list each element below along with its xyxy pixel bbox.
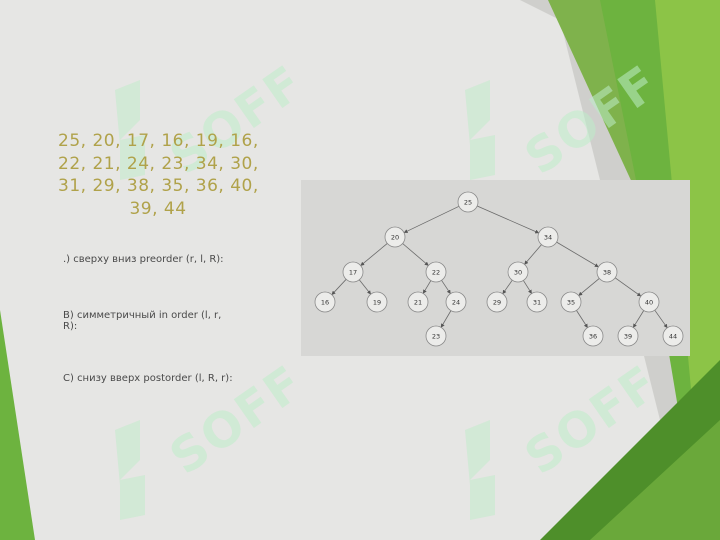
tree-edge xyxy=(422,280,432,294)
watermark-logo-icon xyxy=(115,420,145,520)
tree-node: 31 xyxy=(526,291,548,313)
tree-node: 23 xyxy=(425,325,447,347)
tree-edge xyxy=(477,205,540,234)
tree-node: 25 xyxy=(457,191,479,213)
tree-node-label: 40 xyxy=(645,299,653,307)
tree-edge xyxy=(614,277,642,297)
tree-node-circle xyxy=(407,291,429,313)
tree-node-label: 35 xyxy=(567,299,575,307)
tree-node-circle xyxy=(507,261,529,283)
tree-edge xyxy=(578,278,600,296)
tree-node-label: 21 xyxy=(414,299,422,307)
binary-tree-panel: 25 20 34 17 22 30 38 16 19 21 24 29 31 35 40 23 36 39 44 xyxy=(301,180,690,356)
tree-node-circle xyxy=(384,226,406,248)
tree-node-label: 38 xyxy=(603,269,611,277)
tree-node: 24 xyxy=(445,291,467,313)
tree-edge xyxy=(402,243,429,266)
tree-edge xyxy=(654,309,668,329)
tree-edge xyxy=(632,310,645,328)
tree-node-circle xyxy=(457,191,479,213)
tree-node-label: 31 xyxy=(533,299,541,307)
tree-node: 30 xyxy=(507,261,529,283)
tree-edge xyxy=(440,310,452,328)
tree-node-label: 24 xyxy=(452,299,460,307)
tree-node-circle xyxy=(662,325,684,347)
tree-node-label: 25 xyxy=(464,199,472,207)
tree-node: 21 xyxy=(407,291,429,313)
tree-node-label: 36 xyxy=(589,333,597,341)
green-sliver-left xyxy=(0,310,35,540)
tree-node-circle xyxy=(526,291,548,313)
tree-node-circle xyxy=(445,291,467,313)
sequence-line: 31, 29, 38, 35, 36, 40, xyxy=(58,176,259,196)
watermark-logo-icon xyxy=(115,80,145,180)
tree-node-label: 39 xyxy=(624,333,632,341)
inorder-label: B) симметричный in order (l, r, R): xyxy=(63,310,228,332)
tree-node-circle xyxy=(342,261,364,283)
tree-node-label: 44 xyxy=(669,333,677,341)
tree-edge xyxy=(441,280,451,295)
number-sequence: 25, 20, 17, 16, 19, 16, 22, 21, 24, 23, … xyxy=(58,130,258,220)
sequence-line: 39, 44 xyxy=(129,198,187,219)
tree-node: 34 xyxy=(537,226,559,248)
sequence-line: 25, 20, 17, 16, 19, 16, xyxy=(58,131,259,151)
tree-node-circle xyxy=(486,291,508,313)
binary-tree: 25 20 34 17 22 30 38 16 19 21 24 29 31 35 40 23 36 39 44 xyxy=(314,191,684,347)
tree-node: 22 xyxy=(425,261,447,283)
tree-node: 17 xyxy=(342,261,364,283)
tree-node: 44 xyxy=(662,325,684,347)
tree-node-circle xyxy=(638,291,660,313)
tree-node-circle xyxy=(537,226,559,248)
tree-edge xyxy=(358,279,372,295)
tree-node-circle xyxy=(425,325,447,347)
tree-edge xyxy=(403,205,460,234)
postorder-label: C) снизу вверх postorder (l, R, r): xyxy=(63,373,233,384)
tree-node: 39 xyxy=(617,325,639,347)
tree-edge xyxy=(523,280,532,294)
tree-node-label: 19 xyxy=(373,299,381,307)
tree-node-circle xyxy=(596,261,618,283)
inorder-label-line1: B) симметричный in order (l, r, xyxy=(63,310,222,321)
tree-edge xyxy=(556,241,599,268)
tree-node: 40 xyxy=(638,291,660,313)
tree-node-circle xyxy=(617,325,639,347)
tree-node-label: 23 xyxy=(432,333,440,341)
preorder-label: .) сверху вниз preorder (r, l, R): xyxy=(63,254,224,265)
tree-node-circle xyxy=(560,291,582,313)
tree-node: 38 xyxy=(596,261,618,283)
inorder-label-line2: R): xyxy=(63,321,78,332)
tree-node-circle xyxy=(582,325,604,347)
tree-node-label: 34 xyxy=(544,234,552,242)
tree-node-label: 22 xyxy=(432,269,440,277)
tree-node-label: 20 xyxy=(391,234,399,242)
watermark-logo-icon xyxy=(465,420,495,520)
tree-node: 19 xyxy=(366,291,388,313)
tree-node: 35 xyxy=(560,291,582,313)
tree-edge xyxy=(576,310,588,328)
tree-node-label: 30 xyxy=(514,269,522,277)
tree-node-label: 17 xyxy=(349,269,357,277)
tree-node-label: 29 xyxy=(493,299,501,307)
tree-edge xyxy=(331,279,347,295)
tree-edge xyxy=(360,243,388,266)
tree-node-circle xyxy=(314,291,336,313)
tree-node-circle xyxy=(366,291,388,313)
tree-node-circle xyxy=(425,261,447,283)
tree-node-label: 16 xyxy=(321,299,329,307)
tree-node: 29 xyxy=(486,291,508,313)
watermark-logo-icon xyxy=(465,80,495,180)
tree-node: 16 xyxy=(314,291,336,313)
tree-edge xyxy=(524,244,542,265)
sequence-line: 22, 21, 24, 23, 34, 30, xyxy=(58,153,259,174)
tree-node: 20 xyxy=(384,226,406,248)
tree-node: 36 xyxy=(582,325,604,347)
tree-edge xyxy=(502,279,513,295)
